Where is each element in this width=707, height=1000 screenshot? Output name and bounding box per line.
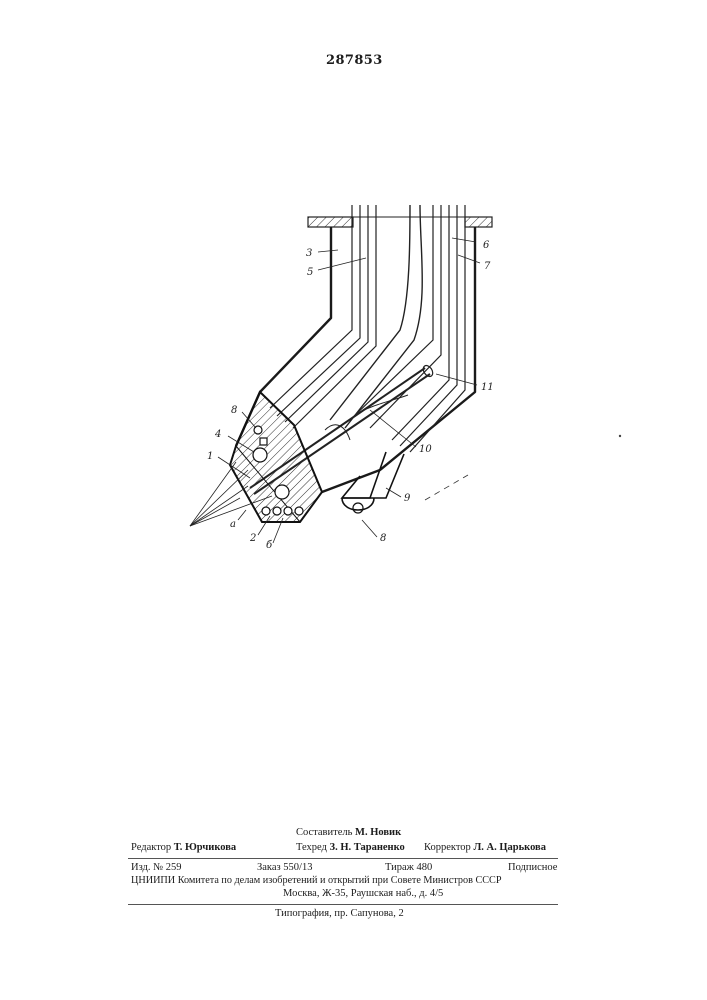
techred-label: Техред bbox=[296, 842, 327, 853]
label-2: 2 bbox=[249, 533, 256, 544]
compiler-name: М. Новик bbox=[355, 827, 401, 838]
support-bracket bbox=[342, 452, 404, 513]
label-9: 9 bbox=[404, 493, 411, 504]
organization-line: ЦНИИПИ Комитета по делам изобретений и о… bbox=[131, 875, 502, 886]
order-number: Заказ 550/13 bbox=[257, 862, 312, 873]
label-8-bottom: 8 bbox=[380, 533, 386, 544]
center-line bbox=[425, 475, 468, 500]
label-6: 6 bbox=[483, 240, 490, 251]
printing-house: Типография, пр. Сапунова, 2 bbox=[275, 908, 404, 919]
compiler-line: Составитель М. Новик bbox=[296, 827, 401, 838]
label-10: 10 bbox=[419, 444, 432, 455]
tube-bundle-left bbox=[270, 205, 376, 428]
techred-line: Техред З. Н. Тараненко bbox=[296, 842, 405, 853]
techred-name: З. Н. Тараненко bbox=[330, 842, 405, 853]
label-b: б bbox=[266, 540, 273, 551]
corrector-line: Корректор Л. А. Царькова bbox=[424, 842, 546, 853]
stray-dot bbox=[619, 435, 621, 437]
divider-top bbox=[128, 858, 558, 859]
label-8-top: 8 bbox=[231, 405, 237, 416]
corrector-name: Л. А. Царькова bbox=[473, 842, 546, 853]
label-7: 7 bbox=[484, 261, 491, 272]
label-1: 1 bbox=[207, 451, 213, 462]
subscription-note: Подписное bbox=[508, 862, 557, 873]
divider-bottom bbox=[128, 904, 558, 905]
compiler-label: Составитель bbox=[296, 827, 352, 838]
editor-label: Редактор bbox=[131, 842, 171, 853]
issue-number: Изд. № 259 bbox=[131, 862, 182, 873]
label-11: 11 bbox=[481, 382, 494, 393]
label-a: a bbox=[230, 519, 236, 530]
nozzle-head bbox=[230, 392, 322, 522]
label-5: 5 bbox=[307, 267, 313, 278]
print-run: Тираж 480 bbox=[385, 862, 432, 873]
editor-line: Редактор Т. Юрчикова bbox=[131, 842, 236, 853]
label-3: 3 bbox=[306, 248, 312, 259]
editor-name: Т. Юрчикова bbox=[174, 842, 236, 853]
corrector-label: Корректор bbox=[424, 842, 471, 853]
address-line: Москва, Ж-35, Раушская наб., д. 4/5 bbox=[283, 888, 443, 899]
label-4: 4 bbox=[214, 429, 221, 440]
